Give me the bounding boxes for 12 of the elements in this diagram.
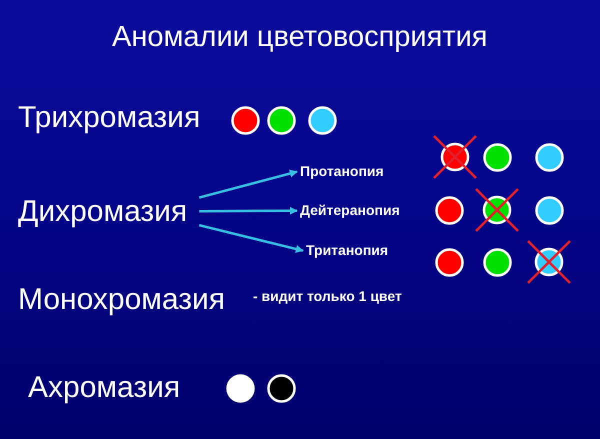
term-label: Дихромазия [18,195,188,228]
subtype-label: Тританопия [306,243,388,258]
arrow [199,206,298,215]
note-text: - видит только 1 цвет [253,289,402,304]
slide-title: Аномалии цветовосприятия [112,22,488,54]
arrow [198,224,304,253]
arrow [198,170,298,199]
term-label: Трихромазия [18,101,200,134]
term-label: Монохромазия [18,283,226,316]
subtype-label: Протанопия [300,164,384,180]
term-label: Ахромазия [28,371,180,404]
subtype-label: Дейтеранопия [300,203,400,218]
